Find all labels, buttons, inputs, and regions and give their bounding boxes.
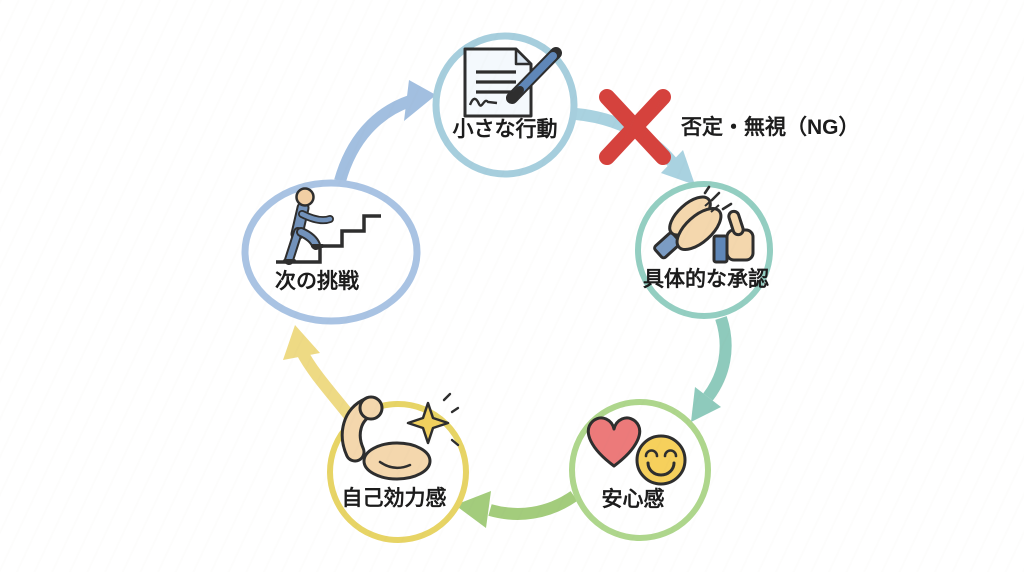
stairs-person-icon [276,187,381,265]
leg-front [298,229,319,248]
arrow-shaft [296,349,357,423]
smiley-eyes [644,449,678,458]
paper-fold [514,47,533,66]
thumbsup-thumb [727,209,745,237]
thumbsup-sleeve [712,234,729,264]
heart-shape [586,416,642,468]
arrow-head [691,387,721,422]
note-pen-icon [463,47,562,118]
arrow-next-challenge-to-small-action [334,80,436,183]
node-label-sense-of-security: 安心感 [601,488,665,511]
paper-lines [476,70,516,94]
arrow-shaft [334,95,413,183]
node-label-self-efficacy: 自己効力感 [341,487,447,510]
arrow-head [404,80,436,121]
smiley-face [635,434,687,486]
muscle-sparkle-icon [340,392,460,481]
arrow-shaft [488,490,578,520]
clap-hand-front [675,207,723,251]
person-head [295,187,315,207]
clap-motion-lines [703,185,733,211]
node-ring-next-challenge [241,179,421,325]
pen-tip [508,86,524,102]
bicep-crease [378,460,412,470]
smiley-mouth [646,461,676,477]
node-label-next-challenge: 次の挑戦 [275,270,359,293]
sparkle-ticks [442,392,460,447]
node-label-small-action: 小さな行動 [452,118,558,141]
feet [283,244,324,263]
leg-back [286,229,301,263]
arrow-head [283,325,320,360]
x-stroke [599,89,671,165]
arrow-concrete-approval-to-sense-of-security [691,316,732,422]
bicep [362,441,432,481]
arrow-head [455,491,491,528]
sparkle-star [406,401,450,445]
node-label-concrete-approval: 具体的な承認 [643,268,769,291]
arrow-shaft [703,316,732,401]
heart-smile-icon [586,416,687,486]
arrow-sense-of-security-to-self-efficacy [455,490,578,528]
ng-label: 否定・無視（NG） [681,116,860,139]
arrow-head [661,150,695,185]
ng-x-icon [599,89,671,165]
arrow-self-efficacy-to-next-challenge [283,325,357,423]
signature-squiggle [468,97,498,107]
fist [358,395,384,421]
arm [299,211,333,223]
stairs [276,214,381,264]
clap-thumbs-icon [653,185,755,264]
